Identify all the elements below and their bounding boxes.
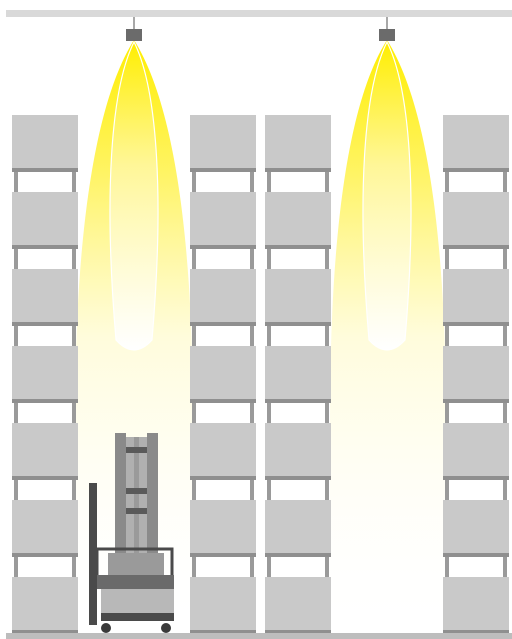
shelf-beam bbox=[190, 630, 256, 634]
pallet-box bbox=[443, 423, 509, 476]
pallet-rack-icon bbox=[443, 115, 509, 635]
pallet-box bbox=[443, 192, 509, 245]
shelf-beam bbox=[12, 399, 78, 403]
light-beam-right bbox=[330, 40, 446, 635]
shelf-beam bbox=[190, 553, 256, 557]
pallet-box bbox=[265, 269, 331, 322]
shelf-beam bbox=[265, 476, 331, 480]
pallet-box bbox=[190, 269, 256, 322]
forklift-icon bbox=[89, 433, 174, 633]
pallet-box bbox=[443, 269, 509, 322]
high-bay-lamp-icon bbox=[379, 17, 395, 41]
pallet-box bbox=[265, 115, 331, 168]
pallet-box bbox=[12, 500, 78, 553]
pallet-box bbox=[265, 192, 331, 245]
shelf-beam bbox=[265, 322, 331, 326]
pallet-box bbox=[443, 577, 509, 630]
pallet-box bbox=[12, 115, 78, 168]
pallet-box bbox=[190, 577, 256, 630]
shelf-beam bbox=[265, 630, 331, 634]
shelf-beam bbox=[443, 399, 509, 403]
pallet-box bbox=[265, 577, 331, 630]
pallet-box bbox=[190, 115, 256, 168]
pallet-box bbox=[190, 346, 256, 399]
pallet-box bbox=[443, 346, 509, 399]
shelf-beam bbox=[443, 553, 509, 557]
light-beam-left bbox=[75, 40, 193, 635]
pallet-box bbox=[12, 577, 78, 630]
pallet-box bbox=[265, 423, 331, 476]
shelf-beam bbox=[265, 245, 331, 249]
shelf-beam bbox=[265, 399, 331, 403]
shelf-beam bbox=[190, 245, 256, 249]
pallet-rack-icon bbox=[265, 115, 331, 635]
shelf-beam bbox=[12, 322, 78, 326]
ceiling-bar bbox=[6, 10, 512, 17]
pallet-rack-icon bbox=[190, 115, 256, 635]
shelf-beam bbox=[443, 476, 509, 480]
shelf-beam bbox=[443, 245, 509, 249]
pallet-box bbox=[190, 423, 256, 476]
pallet-box bbox=[12, 269, 78, 322]
shelf-beam bbox=[265, 168, 331, 172]
pallet-box bbox=[443, 115, 509, 168]
pallet-rack-icon bbox=[12, 115, 78, 635]
shelf-beam bbox=[12, 245, 78, 249]
pallet-box bbox=[12, 346, 78, 399]
pallet-box bbox=[265, 500, 331, 553]
shelf-beam bbox=[190, 476, 256, 480]
shelf-beam bbox=[265, 553, 331, 557]
shelf-beam bbox=[12, 630, 78, 634]
shelf-beam bbox=[12, 553, 78, 557]
pallet-box bbox=[12, 423, 78, 476]
shelf-beam bbox=[190, 322, 256, 326]
shelf-beam bbox=[12, 168, 78, 172]
shelf-beam bbox=[190, 168, 256, 172]
shelf-beam bbox=[190, 399, 256, 403]
floor-bar bbox=[6, 633, 512, 639]
shelf-beam bbox=[12, 476, 78, 480]
pallet-box bbox=[443, 500, 509, 553]
pallet-box bbox=[190, 500, 256, 553]
high-bay-lamp-icon bbox=[126, 17, 142, 41]
pallet-box bbox=[190, 192, 256, 245]
pallet-box bbox=[265, 346, 331, 399]
pallet-box bbox=[12, 192, 78, 245]
shelf-beam bbox=[443, 168, 509, 172]
shelf-beam bbox=[443, 630, 509, 634]
shelf-beam bbox=[443, 322, 509, 326]
